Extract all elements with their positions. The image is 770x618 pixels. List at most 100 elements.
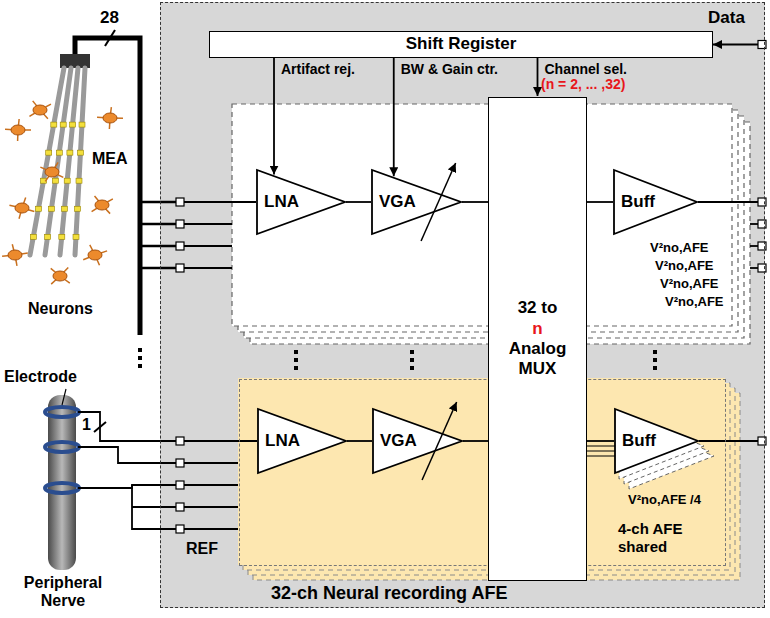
bus-count-slash	[105, 30, 115, 46]
electrode-site	[51, 122, 57, 127]
neuron	[92, 196, 113, 214]
ellipsis-dot	[294, 358, 298, 362]
nerve-wire	[78, 447, 176, 463]
bus-branch	[140, 223, 176, 226]
input-wire	[184, 223, 232, 225]
ellipsis-dot	[410, 350, 414, 354]
block-label: VGA	[380, 431, 417, 451]
annotation: Data	[708, 8, 745, 28]
ellipsis-dot	[138, 364, 142, 368]
neuron-body	[15, 203, 29, 213]
neuron	[2, 244, 28, 266]
output-wire	[750, 223, 758, 225]
input-wire	[184, 462, 238, 464]
control-label: Channel sel.	[545, 61, 627, 77]
output-wire	[699, 440, 758, 442]
electrode-site	[64, 178, 70, 183]
signal-wire	[587, 201, 613, 203]
electrode-leader	[62, 389, 66, 405]
signal-wire	[463, 440, 488, 442]
ellipsis-dot	[653, 358, 657, 362]
ellipsis-dot	[138, 356, 142, 360]
electrode-site	[70, 122, 76, 127]
analog-mux: 32 tonAnalog MUX	[488, 97, 587, 581]
ellipsis-dot	[653, 366, 657, 370]
probe-shank	[75, 68, 85, 255]
output-wire	[698, 201, 758, 203]
cuff-electrode	[45, 442, 79, 452]
input-wire	[184, 267, 232, 269]
input-wire	[184, 245, 232, 247]
annotation: 28	[100, 8, 119, 28]
block-label: LNA	[265, 431, 300, 451]
amplifier-triangle	[614, 170, 697, 234]
neuron-body	[45, 167, 59, 177]
io-pad	[176, 264, 184, 272]
amplifier-triangle	[257, 170, 345, 234]
bus-branch	[140, 267, 176, 270]
input-wire	[184, 484, 238, 486]
output-wire	[750, 245, 758, 247]
amplifier-triangle	[615, 409, 698, 473]
noise-label: V²no,AFE	[665, 294, 724, 309]
signal-wire	[347, 440, 372, 442]
signal-wire	[462, 201, 488, 203]
variable-gain-arrow	[421, 163, 456, 241]
lna-amplifier: LNA	[257, 408, 347, 474]
signal-wire	[587, 440, 614, 442]
block-label: VGA	[379, 192, 416, 212]
amplifier-triangle	[258, 409, 346, 473]
block-label: Analog MUX	[489, 339, 586, 380]
annotation: Peripheral Nerve	[8, 574, 118, 609]
io-pad	[176, 437, 184, 445]
vga-amplifier: VGA	[371, 169, 462, 235]
noise-label: V²no,AFE	[650, 240, 709, 255]
neuron-body	[8, 250, 22, 260]
control-arrow	[393, 58, 395, 176]
neuron-body	[11, 125, 25, 135]
shared-channel-band: 4-ch AFE sharedLNAVGABuff	[239, 379, 726, 566]
ellipsis-dot	[410, 358, 414, 362]
io-pad	[176, 198, 184, 206]
electrode-site	[30, 234, 36, 239]
electrode-site	[79, 122, 85, 127]
neuron	[29, 101, 51, 119]
control-label: Artifact rej.	[281, 61, 355, 77]
neuron	[97, 107, 123, 129]
ellipsis-dot	[294, 350, 298, 354]
cuff-electrode	[45, 407, 79, 417]
bus-branch	[140, 245, 176, 248]
input-wire	[184, 528, 238, 530]
block-label: Buff	[622, 431, 656, 451]
electrode-site	[78, 150, 84, 155]
block-label: LNA	[264, 192, 299, 212]
block-title: 32-ch Neural recording AFE	[271, 583, 507, 604]
io-pad	[176, 481, 184, 489]
block-label: Shift Register	[403, 34, 520, 54]
nerve-wire	[132, 485, 176, 529]
layout-wires	[78, 41, 766, 534]
neuron	[9, 197, 34, 218]
block-label: Buff	[621, 192, 655, 212]
io-pad	[176, 459, 184, 467]
nerve-wire	[132, 506, 176, 508]
neuron-body	[33, 105, 47, 115]
neuron	[40, 162, 63, 181]
nerve-wire	[78, 412, 176, 441]
ellipsis-dot	[653, 350, 657, 354]
neuron-body	[103, 113, 117, 123]
noise-label: V²no,AFE	[655, 258, 714, 273]
shift-register: Shift Register	[209, 31, 713, 58]
neuron	[5, 119, 31, 141]
neuron	[51, 267, 70, 284]
annotation: 1	[82, 416, 91, 434]
electrode-site	[52, 178, 58, 183]
input-wire	[184, 506, 238, 508]
electrode-site	[75, 206, 81, 211]
annotation: MEA	[92, 150, 128, 168]
neuron-body	[53, 271, 67, 281]
control-label: BW & Gain ctr.	[401, 61, 498, 77]
chip-background	[160, 2, 765, 608]
io-pad	[176, 503, 184, 511]
